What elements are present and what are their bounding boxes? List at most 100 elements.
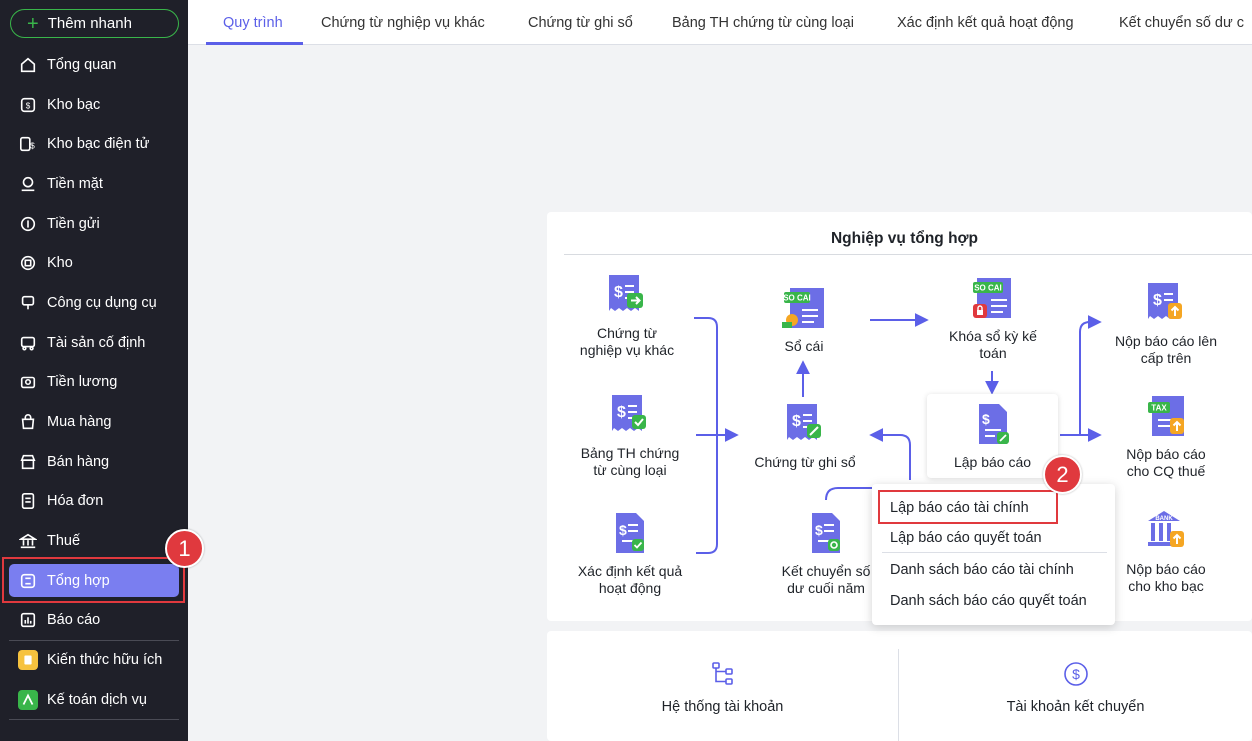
node-label: Sổ cái <box>784 338 824 354</box>
sidebar-item-label: Tiền lương <box>47 374 118 391</box>
tax-icon <box>18 531 38 551</box>
node-label: Bảng TH chứng <box>580 445 680 461</box>
node-ket-chuyen-so-du[interactable]: $ Kết chuyển số dư cuối năm <box>766 511 886 597</box>
plus-icon: + <box>27 12 39 35</box>
sidebar-item-cong-cu-dung-cu[interactable]: Công cụ dụng cụ <box>0 283 188 323</box>
deposit-icon <box>18 214 38 234</box>
sidebar-item-ke-toan-dich-vu[interactable]: Kế toán dịch vụ <box>0 680 188 720</box>
sidebar-item-hoa-don[interactable]: Hóa đơn <box>0 482 188 522</box>
node-bang-th-chung-tu[interactable]: $ Bảng TH chứng từ cùng loại <box>567 393 693 479</box>
node-nop-bao-cao-cq-thue[interactable]: TAX Nộp báo cáo cho CQ thuế <box>1106 394 1226 480</box>
document-upload-icon: $ <box>1148 283 1182 319</box>
sidebar-item-tong-hop[interactable]: Tổng hợp <box>0 561 188 601</box>
sidebar-item-label: Kho bạc điện tử <box>47 136 150 153</box>
sidebar-item-tai-san-co-dinh[interactable]: Tài sản cố định <box>0 323 188 363</box>
he-thong-tai-khoan-button[interactable]: Hệ thống tài khoản <box>547 661 898 715</box>
tab-ket-chuyen-so-du[interactable]: Kết chuyển số dư c <box>1119 14 1244 31</box>
node-chung-tu-nghiep-vu-khac[interactable]: $ Chứng từ nghiệp vụ khác <box>567 273 687 359</box>
tab-chung-tu-ghi-so[interactable]: Chứng từ ghi sổ <box>528 14 633 31</box>
sidebar-item-label: Tài sản cố định <box>47 334 146 351</box>
sidebar-item-label: Công cụ dụng cụ <box>47 294 157 311</box>
svg-text:$: $ <box>1072 666 1080 682</box>
node-nop-bao-cao-cap-tren[interactable]: $ Nộp báo cáo lên cấp trên <box>1106 281 1226 367</box>
svg-text:$: $ <box>619 522 627 538</box>
bottom-item-label: Hệ thống tài khoản <box>661 699 784 715</box>
tax-upload-icon: TAX <box>1148 396 1184 436</box>
sidebar-item-label: Kho bạc <box>47 96 101 113</box>
node-label: dư cuối năm <box>787 580 865 596</box>
menu-item-danh-sach-bao-cao-tai-chinh[interactable]: Danh sách báo cáo tài chính <box>890 562 1074 578</box>
svg-text:$: $ <box>982 411 990 427</box>
sidebar-item-label: Tiền mặt <box>47 175 103 192</box>
home-icon <box>18 55 38 75</box>
bank-upload-icon: BANK <box>1148 511 1184 547</box>
node-label: Nộp báo cáo <box>1126 561 1206 577</box>
sidebar-item-label: Tiền gửi <box>47 215 100 232</box>
sidebar-item-label: Bán hàng <box>47 453 110 470</box>
knowledge-icon <box>18 650 38 671</box>
sidebar-item-tong-quan[interactable]: Tổng quan <box>0 45 188 85</box>
sidebar-item-mua-hang[interactable]: Mua hàng <box>0 402 188 442</box>
sidebar-item-bao-cao[interactable]: Báo cáo <box>0 601 188 641</box>
node-khoa-so[interactable]: SO CAI Khóa sổ kỳ kế toán <box>937 276 1049 362</box>
highlight-frame-step-2 <box>878 490 1058 524</box>
sidebar-item-kho-bac[interactable]: $ Kho bạc <box>0 85 188 125</box>
sidebar-item-tien-gui[interactable]: Tiền gửi <box>0 204 188 244</box>
sidebar-item-label: Mua hàng <box>47 414 112 431</box>
node-label: cấp trên <box>1140 350 1192 366</box>
menu-item-lap-bao-cao-tai-chinh[interactable]: Lập báo cáo tài chính <box>890 500 1029 516</box>
active-highlight <box>9 563 179 597</box>
node-chung-tu-ghi-so[interactable]: $ Chứng từ ghi sổ <box>745 402 865 471</box>
bottom-panel: Hệ thống tài khoản $ Tài khoản kết chuyể… <box>547 631 1252 741</box>
tai-khoan-ket-chuyen-button[interactable]: $ Tài khoản kết chuyển <box>899 661 1252 715</box>
sidebar-nav: Tổng quan $ Kho bạc $ Kho bạc điện tử Ti… <box>0 45 188 720</box>
sidebar-item-ban-hang[interactable]: Bán hàng <box>0 442 188 482</box>
sidebar-item-label: Tổng hợp <box>47 572 110 589</box>
sidebar-item-thue[interactable]: Thuế <box>0 521 188 561</box>
document-check-icon: $ <box>612 395 646 431</box>
quick-add-button[interactable]: + Thêm nhanh <box>10 9 179 38</box>
ledger-lock-icon: SO CAI <box>973 278 1011 318</box>
sidebar-item-label: Báo cáo <box>47 612 101 629</box>
menu-item-danh-sach-bao-cao-quyet-toan[interactable]: Danh sách báo cáo quyết toán <box>890 593 1087 609</box>
node-nop-bao-cao-kho-bac[interactable]: BANK Nộp báo cáo cho kho bạc <box>1106 509 1226 595</box>
cash-icon <box>18 174 38 194</box>
step-badge-2: 2 <box>1043 455 1082 494</box>
sidebar-item-label: Kế toán dịch vụ <box>47 691 147 708</box>
treasury-icon: $ <box>18 95 38 115</box>
ledger-tag: SO CAI <box>783 294 811 303</box>
file-transfer-icon: $ <box>812 513 840 553</box>
panel-title: Nghiệp vụ tổng hợp <box>830 230 979 247</box>
node-label: Lập báo cáo <box>953 454 1032 470</box>
account-tree-icon <box>711 662 733 685</box>
sidebar-item-kho[interactable]: Kho <box>0 243 188 283</box>
sidebar-item-tien-mat[interactable]: Tiền mặt <box>0 164 188 204</box>
sidebar-item-tien-luong[interactable]: Tiền lương <box>0 363 188 403</box>
sidebar-item-label: Thuế <box>47 533 81 550</box>
node-label: Khóa sổ kỳ kế <box>949 328 1037 344</box>
accounting-service-icon <box>18 689 38 710</box>
tab-xac-dinh-ket-qua[interactable]: Xác định kết quả hoạt động <box>897 14 1074 31</box>
store-icon <box>18 452 38 472</box>
node-lap-bao-cao-content[interactable]: $ Lập báo cáo <box>927 402 1058 471</box>
tab-bang-th-chung-tu[interactable]: Bảng TH chứng từ cùng loại <box>672 14 854 31</box>
bottom-item-label: Tài khoản kết chuyển <box>1006 699 1145 715</box>
node-label: Xác định kết quả <box>577 563 683 579</box>
warehouse-icon <box>18 253 38 273</box>
dollar-circle-icon: $ <box>1063 662 1088 686</box>
tab-chung-tu-nghiep-vu-khac[interactable]: Chứng từ nghiệp vụ khác <box>321 14 485 31</box>
node-so-cai[interactable]: SO CAI Sổ cái <box>762 286 846 355</box>
node-label: cho kho bạc <box>1128 578 1204 594</box>
node-label: Chứng từ ghi sổ <box>754 454 856 470</box>
menu-divider <box>882 552 1107 553</box>
tab-quy-trinh[interactable]: Quy trình <box>223 14 283 31</box>
node-label: cho CQ thuế <box>1126 463 1206 479</box>
report-icon <box>18 610 38 630</box>
menu-item-lap-bao-cao-quyet-toan[interactable]: Lập báo cáo quyết toán <box>890 530 1042 546</box>
sidebar-item-kien-thuc-huu-ich[interactable]: Kiến thức hữu ích <box>0 640 188 680</box>
sidebar-item-kho-bac-dien-tu[interactable]: $ Kho bạc điện tử <box>0 124 188 164</box>
svg-text:$: $ <box>30 142 35 151</box>
node-xac-dinh-ket-qua[interactable]: $ Xác định kết quả hoạt động <box>567 511 693 597</box>
fixed-asset-icon <box>18 333 38 353</box>
